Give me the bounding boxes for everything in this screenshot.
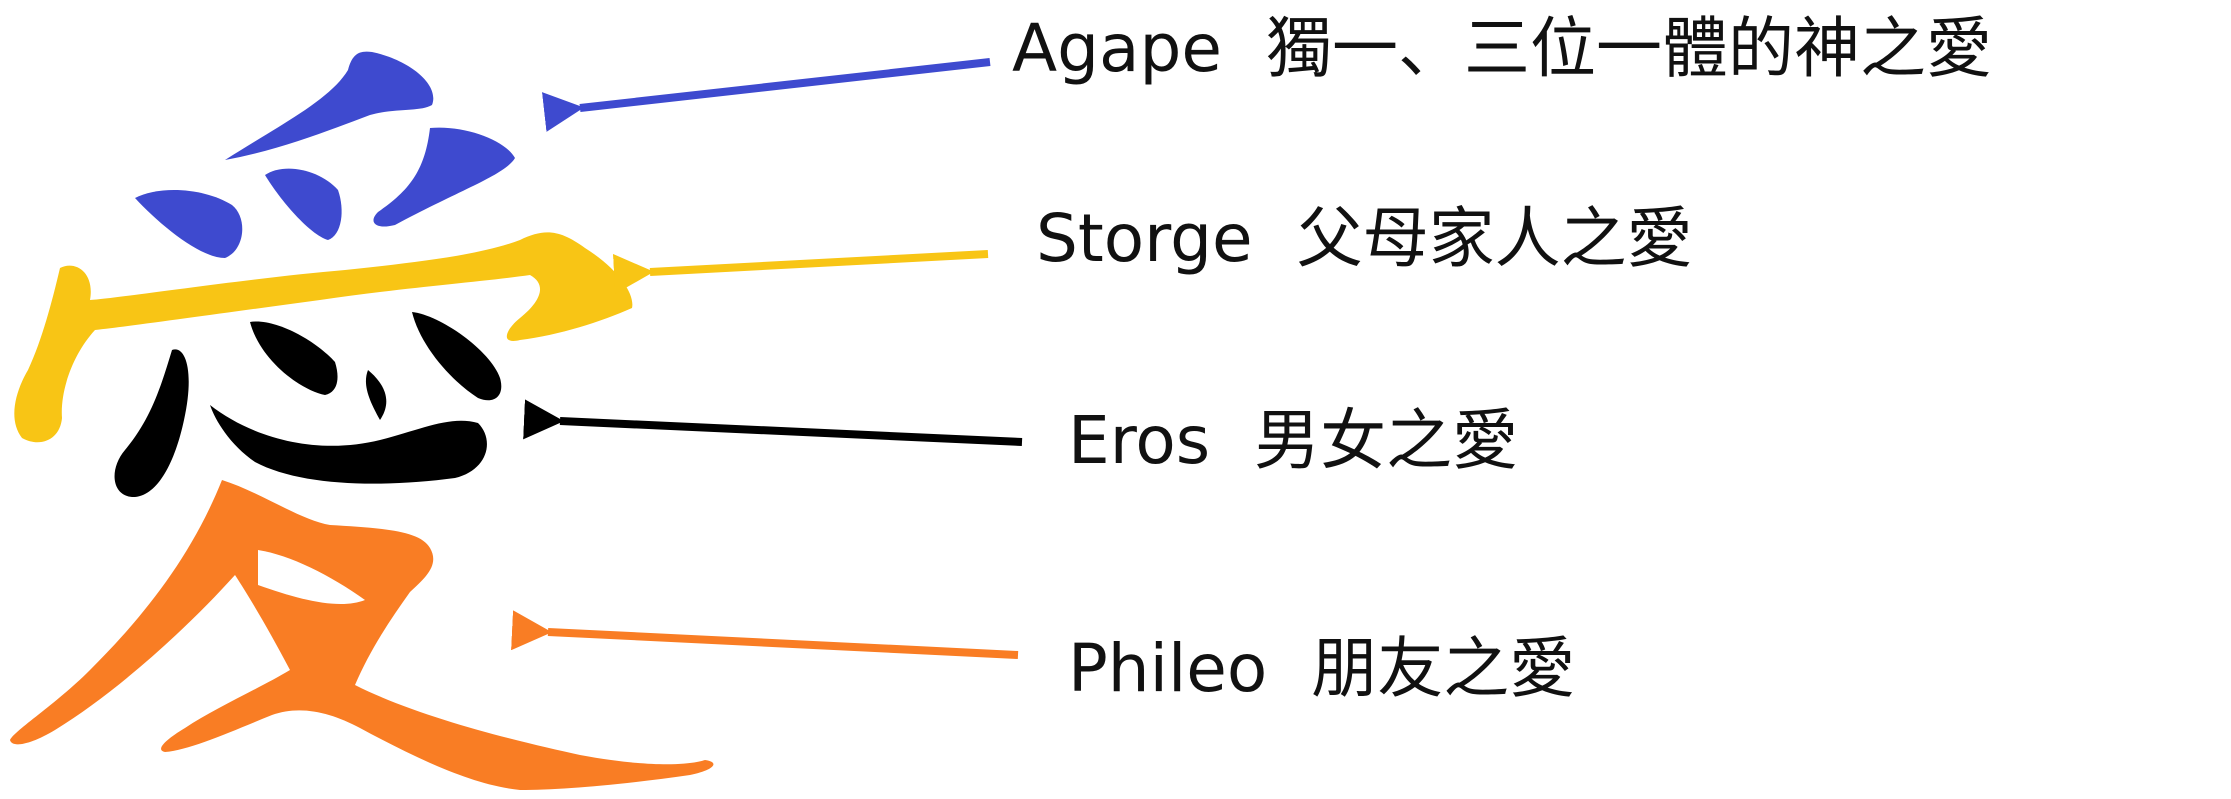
agape-chinese-meaning: 獨一、三位一體的神之愛	[1266, 10, 1992, 87]
storge-stroke	[14, 232, 633, 443]
agape-stroke-right-dot	[373, 127, 515, 227]
eros-arrow	[523, 399, 1023, 446]
eros-stroke-hook	[210, 405, 487, 484]
eros-strokes	[114, 312, 502, 498]
phileo-chinese-meaning: 朋友之愛	[1311, 630, 1576, 707]
eros-latin-name: Eros	[1068, 402, 1211, 479]
phileo-stroke-inner-left	[258, 550, 365, 605]
eros-stroke-right-dot	[412, 312, 502, 401]
phileo-arrow	[511, 610, 1019, 659]
eros-stroke-center-dot	[250, 321, 338, 395]
agape-stroke-middle-dot	[265, 168, 342, 240]
eros-stroke-left-dot	[114, 349, 189, 498]
eros-chinese-meaning: 男女之愛	[1254, 402, 1519, 479]
phileo-latin-name: Phileo	[1068, 630, 1268, 707]
agape-latin-name: Agape	[1012, 10, 1222, 87]
agape-stroke-top-slash	[225, 51, 434, 160]
storge-arrow	[612, 250, 989, 294]
eros-stroke-inner-dot	[365, 370, 387, 420]
agape-strokes	[135, 51, 515, 258]
agape-stroke-left-dot	[135, 189, 243, 258]
phileo-stroke-main	[10, 480, 714, 790]
phileo-strokes	[10, 480, 714, 790]
agape-arrow	[541, 58, 991, 132]
storge-chinese-meaning: 父母家人之愛	[1296, 200, 1693, 277]
storge-latin-name: Storge	[1036, 200, 1253, 277]
